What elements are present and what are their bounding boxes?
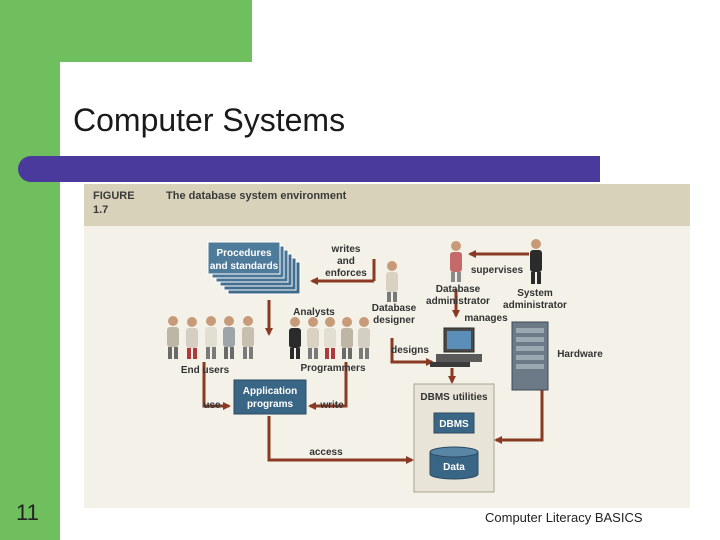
application-programs-box: Application programs [233, 379, 307, 415]
dbms-utilities-label: DBMS utilities [420, 392, 488, 403]
database-designer-person [386, 261, 398, 302]
designs-label: designs [391, 345, 429, 356]
write-label: write [319, 400, 344, 411]
writes-label-line1: writes [331, 244, 361, 255]
use-label: use [203, 400, 221, 411]
programmers-label: Programmers [300, 363, 365, 374]
end-users-label: End users [181, 365, 230, 376]
sys-admin-label-line1: System [517, 288, 553, 299]
application-label-line2: programs [247, 399, 294, 410]
dbms-utilities-box: DBMS utilities DBMS Data [413, 383, 495, 493]
dbms-label: DBMS [439, 419, 469, 430]
db-admin-label-line2: administrator [426, 296, 490, 307]
database-administrator-person [450, 241, 462, 282]
data-label: Data [443, 462, 465, 473]
figure-caption: The database system environment [166, 190, 347, 202]
supervises-label: supervises [471, 265, 524, 276]
footer-text: Computer Literacy BASICS [485, 510, 643, 525]
db-designer-label-line2: designer [373, 315, 415, 326]
application-label-line1: Application [243, 386, 297, 397]
slide-number: 11 [16, 500, 39, 525]
figure-header-band [84, 184, 690, 226]
end-users-group [167, 316, 254, 359]
slide-title: Computer Systems [73, 102, 346, 138]
title-underline-bar [18, 156, 600, 182]
procedures-label-line2: and standards [210, 261, 279, 272]
db-designer-label-line1: Database [372, 303, 417, 314]
database-environment-figure: FIGURE 1.7 The database system environme… [84, 184, 690, 508]
manages-label: manages [464, 313, 508, 324]
system-administrator-person [530, 239, 542, 284]
green-top-band [0, 0, 252, 62]
figure-number: 1.7 [93, 204, 108, 216]
procedures-stack: Procedures and standards [207, 241, 301, 295]
figure-diagram: FIGURE 1.7 The database system environme… [84, 184, 690, 493]
green-side-band [0, 0, 60, 540]
writes-label-line3: enforces [325, 268, 367, 279]
figure-label: FIGURE [93, 190, 135, 202]
sys-admin-label-line2: administrator [503, 300, 567, 311]
hardware-label: Hardware [557, 349, 603, 360]
writes-label-line2: and [337, 256, 355, 267]
hardware-server [511, 321, 549, 391]
access-label: access [309, 447, 343, 458]
analysts-label: Analysts [293, 307, 335, 318]
computer-monitor [430, 327, 482, 367]
procedures-label-line1: Procedures [216, 248, 271, 259]
programmers-group [289, 317, 370, 359]
db-admin-label-line1: Database [436, 284, 481, 295]
